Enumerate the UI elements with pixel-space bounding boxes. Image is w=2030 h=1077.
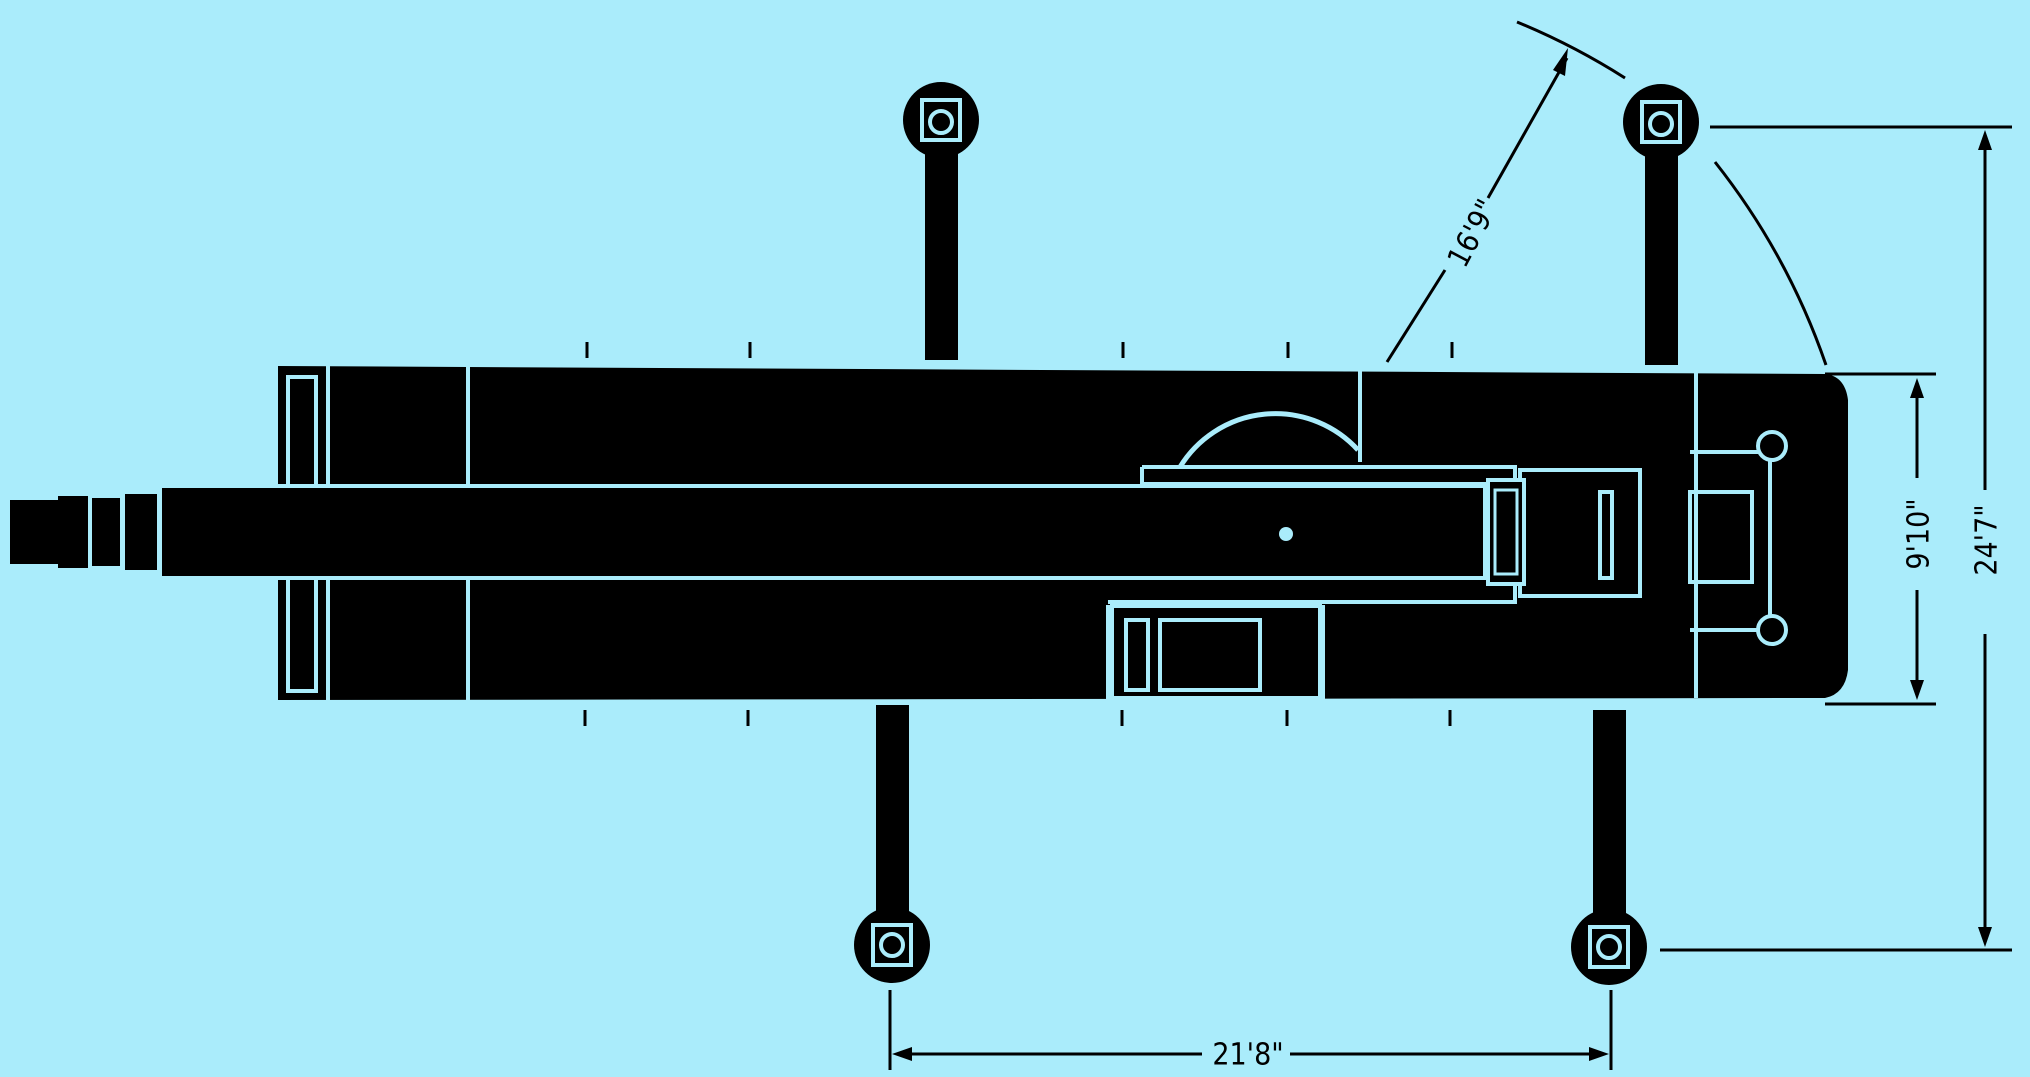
overall-width-dimension — [1660, 125, 2012, 952]
outrigger-rear-top — [1623, 84, 1699, 365]
overall-width-label: 24'7" — [1970, 504, 2005, 575]
outrigger-spread-dimension — [888, 990, 1613, 1070]
cab — [1110, 604, 1322, 700]
body-width-label: 9'10" — [1902, 498, 1937, 569]
outrigger-spread-label: 21'8" — [1212, 1038, 1283, 1073]
boom — [10, 478, 1526, 586]
outrigger-front-top — [903, 82, 979, 360]
outrigger-front-bottom — [854, 705, 930, 983]
tick-marks — [583, 342, 1454, 726]
body-width-dimension — [1825, 372, 1936, 706]
outrigger-rear-bottom — [1571, 710, 1647, 985]
